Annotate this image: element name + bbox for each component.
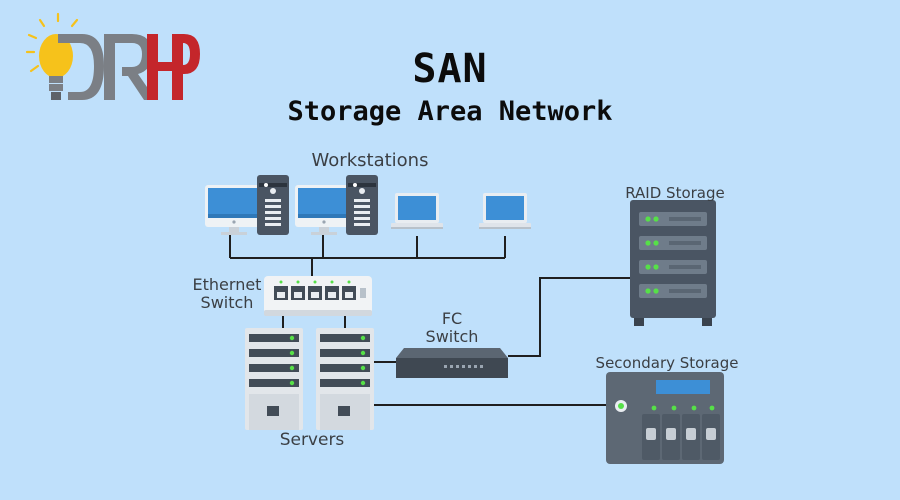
raid-storage-icon xyxy=(630,200,716,326)
fc-switch-label: FC Switch xyxy=(412,310,492,346)
network-wires xyxy=(229,232,630,406)
desktop-monitor-icon xyxy=(205,185,263,235)
laptop-icon xyxy=(391,193,443,229)
ethernet-switch-label-line1: Ethernet xyxy=(192,275,262,294)
servers-group xyxy=(245,328,374,430)
lightbulb-icon xyxy=(25,12,79,100)
logo xyxy=(25,12,200,100)
server-icon xyxy=(316,328,374,430)
ethernet-switch-label: Ethernet Switch xyxy=(184,276,270,312)
logo-drhp-lettering xyxy=(58,34,200,100)
workstations-label: Workstations xyxy=(311,150,429,171)
desktop-monitor-icon xyxy=(295,185,353,235)
page-title: SAN xyxy=(412,46,488,92)
fc-switch-icon xyxy=(396,348,508,378)
raid-storage-label: RAID Storage xyxy=(625,184,725,202)
desktop-tower-icon xyxy=(257,175,289,235)
page-subtitle: Storage Area Network xyxy=(287,96,613,127)
desktop-tower-icon xyxy=(346,175,378,235)
laptop-icon xyxy=(479,193,531,229)
workstations-group xyxy=(205,175,531,235)
ethernet-switch-icon xyxy=(264,276,372,316)
server-icon xyxy=(245,328,303,430)
fc-switch-label-line2: Switch xyxy=(425,327,479,346)
servers-label: Servers xyxy=(279,430,345,450)
secondary-storage-label: Secondary Storage xyxy=(595,354,739,372)
secondary-storage-icon xyxy=(606,372,724,464)
ethernet-switch-label-line2: Switch xyxy=(200,293,254,312)
fc-switch-label-line1: FC xyxy=(441,309,463,328)
